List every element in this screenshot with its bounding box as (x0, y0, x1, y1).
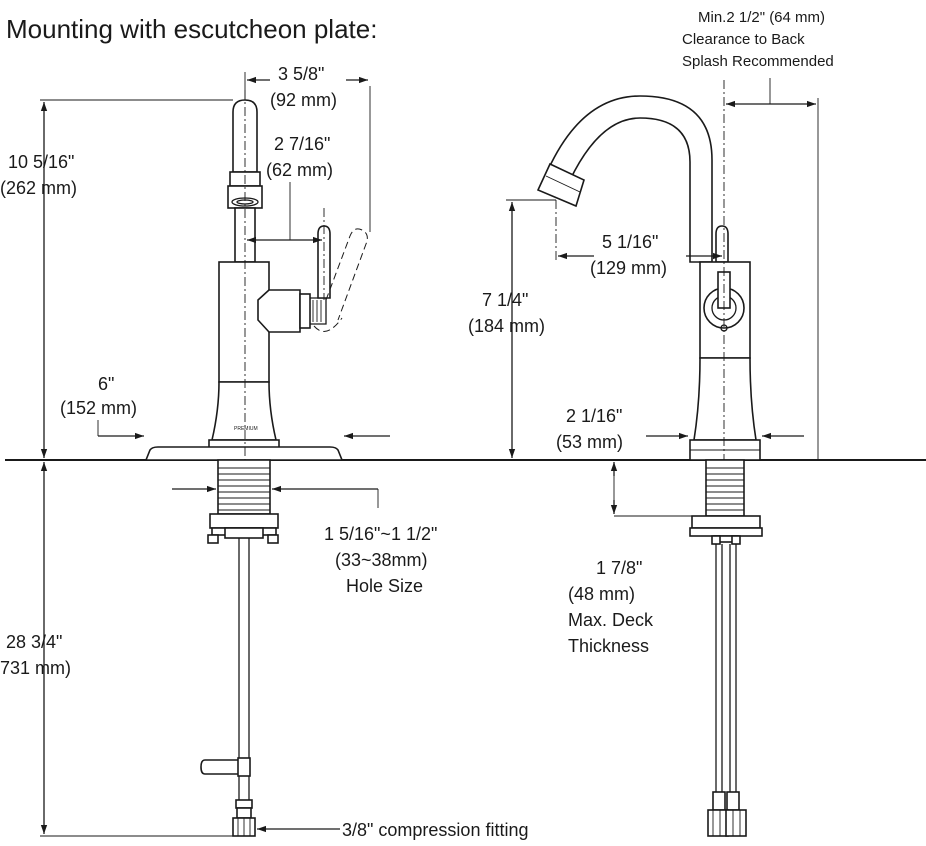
deck-thickness-line3: Max. Deck (568, 610, 654, 630)
overall-height-metric: (262 mm) (0, 178, 77, 198)
hole-size-line1: 1 5/16"~1 1/2" (324, 524, 437, 544)
spout-height-imperial: 7 1/4" (482, 290, 528, 310)
plate-width-metric: (152 mm) (60, 398, 137, 418)
below-deck-imperial: 28 3/4" (6, 632, 62, 652)
backsplash-line3: Splash Recommended (682, 53, 834, 70)
diagram-title: Mounting with escutcheon plate: (6, 14, 377, 44)
left-faucet-view: PREMIUM (144, 99, 368, 837)
handle-swing-imperial: 3 5/8" (278, 64, 324, 84)
deck-thickness-line1: 1 7/8" (596, 558, 642, 578)
left-dimension-labels: 10 5/16" (262 mm) 3 5/8" (92 mm) 2 7/16"… (0, 64, 528, 840)
shank-threads (218, 467, 270, 511)
backsplash-line1: Min.2 1/2" (64 mm) (698, 9, 825, 26)
right-dimension-lines (506, 78, 819, 517)
spout-height-metric: (184 mm) (468, 316, 545, 336)
backsplash-line2: Clearance to Back (682, 31, 805, 48)
right-dimension-labels: Min.2 1/2" (64 mm) Clearance to Back Spl… (468, 9, 834, 656)
hole-size-line2: (33~38mm) (335, 550, 428, 570)
right-shank-threads (706, 467, 744, 511)
handle-swing-metric: (92 mm) (270, 90, 337, 110)
deck-thickness-line4: Thickness (568, 636, 649, 656)
handle-offset-metric: (62 mm) (266, 160, 333, 180)
left-dimension-lines (40, 72, 390, 837)
plate-width-imperial: 6" (98, 374, 114, 394)
handle-offset-imperial: 2 7/16" (274, 134, 330, 154)
right-faucet-view (536, 95, 763, 837)
base-width-imperial: 2 1/16" (566, 406, 622, 426)
spout-reach-imperial: 5 1/16" (602, 232, 658, 252)
deck-thickness-line2: (48 mm) (568, 584, 635, 604)
below-deck-metric: 731 mm) (0, 658, 71, 678)
base-width-metric: (53 mm) (556, 432, 623, 452)
compression-fitting-label: 3/8" compression fitting (342, 820, 528, 840)
hole-size-line3: Hole Size (346, 576, 423, 596)
svg-text:PREMIUM: PREMIUM (234, 426, 258, 432)
spout-reach-metric: (129 mm) (590, 258, 667, 278)
overall-height-imperial: 10 5/16" (8, 152, 74, 172)
